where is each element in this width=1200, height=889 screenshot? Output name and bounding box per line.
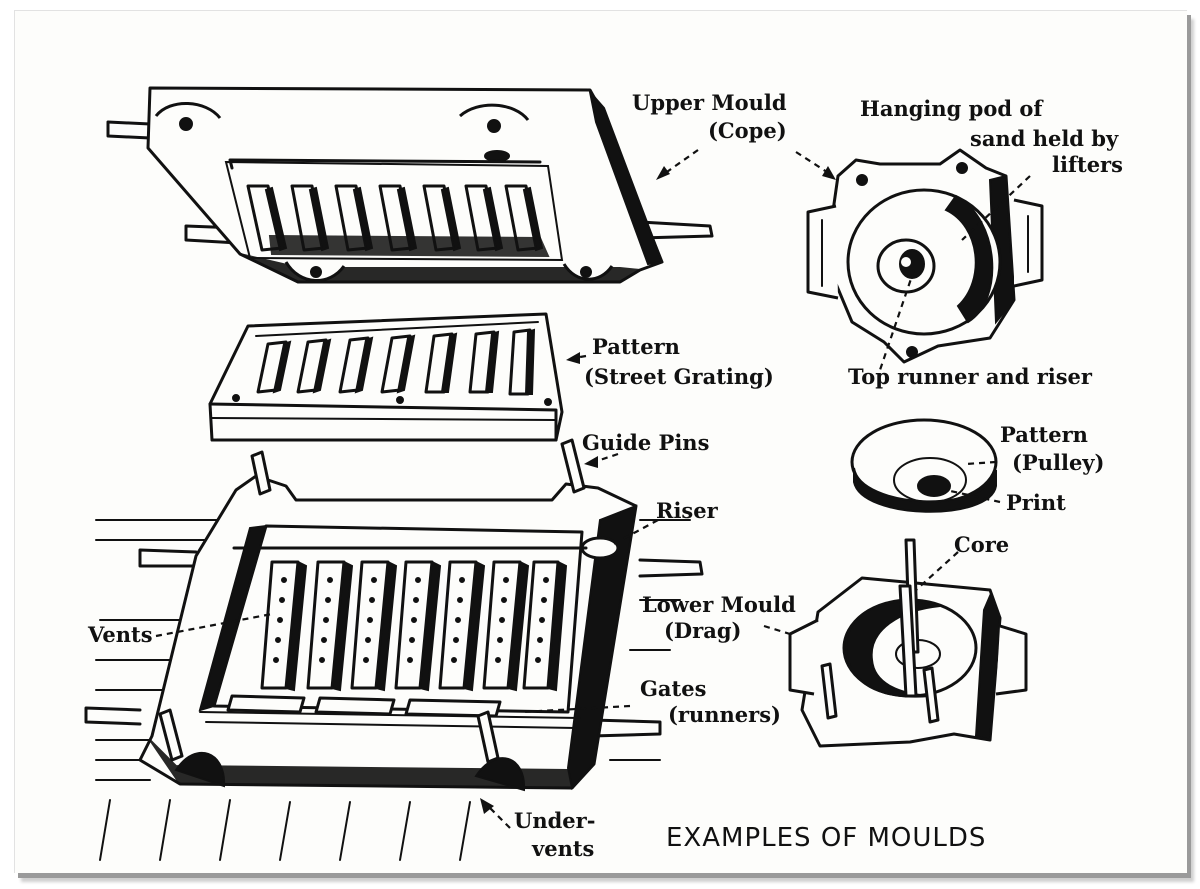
label-pattern-grating: Pattern — [592, 334, 680, 359]
upper-mould-cope — [106, 86, 714, 284]
label-cope: (Cope) — [708, 118, 787, 143]
label-pulley: (Pulley) — [1012, 450, 1104, 475]
label-vents: Vents — [87, 622, 153, 647]
label-pattern-pulley: Pattern — [1000, 422, 1088, 447]
label-top-runner: Top runner and riser — [848, 364, 1093, 389]
drag-round-view — [788, 538, 1028, 748]
label-drag: (Drag) — [664, 618, 741, 643]
label-under: Under- — [514, 808, 595, 833]
label-gates: Gates — [640, 676, 706, 701]
label-lower-mould: Lower Mould — [642, 592, 796, 617]
label-guide-pins: Guide Pins — [582, 430, 709, 455]
pattern-street-grating — [208, 312, 564, 442]
label-runners: (runners) — [668, 702, 781, 727]
label-hanging-3: lifters — [1052, 152, 1123, 177]
label-core: Core — [954, 532, 1009, 557]
lower-mould-drag — [84, 438, 704, 861]
label-upper-mould: Upper Mould — [632, 90, 787, 115]
pattern-pulley — [850, 418, 998, 513]
label-street-grating: (Street Grating) — [584, 364, 774, 389]
cope-round-top-view — [806, 148, 1044, 364]
label-print: Print — [1006, 490, 1066, 515]
label-hanging-2: sand held by — [970, 126, 1119, 151]
diagram-title: EXAMPLES OF MOULDS — [666, 823, 986, 853]
leader-lines — [155, 149, 1031, 829]
label-vents-under: vents — [531, 836, 594, 861]
label-hanging-1: Hanging pod of — [860, 96, 1044, 121]
labels: Upper Mould (Cope) Hanging pod of sand h… — [87, 90, 1123, 861]
label-riser: Riser — [656, 498, 719, 523]
